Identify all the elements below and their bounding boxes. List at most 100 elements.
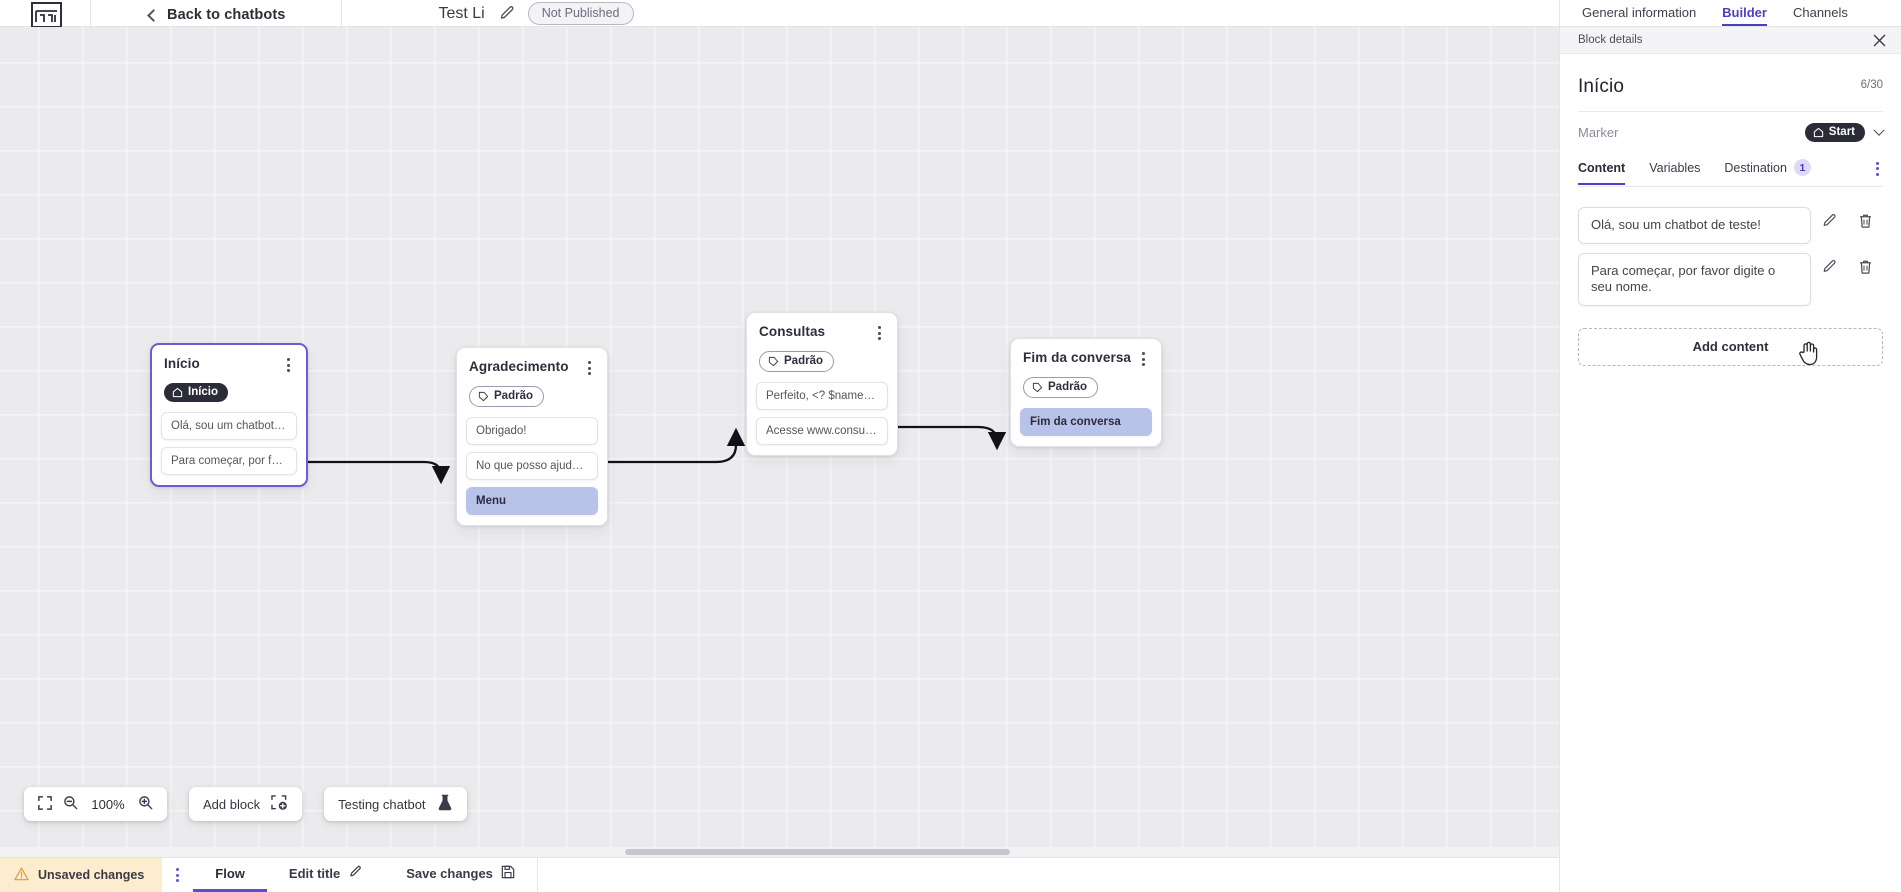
kebab-menu-icon[interactable] bbox=[283, 356, 294, 374]
add-block-label: Add block bbox=[203, 796, 261, 812]
tab-edit-title[interactable]: Edit title bbox=[267, 858, 384, 892]
node-header: Fim da conversa Padrão bbox=[1011, 339, 1161, 408]
node-title: Agradecimento bbox=[469, 359, 569, 374]
node-message[interactable]: No que posso ajudar, <? $name ... bbox=[466, 452, 598, 480]
zoom-out-icon[interactable] bbox=[63, 795, 78, 813]
content-text[interactable]: Para começar, por favor digite o seu nom… bbox=[1578, 252, 1811, 306]
right-panel-tabs: General information Builder Channels bbox=[1560, 0, 1901, 27]
node-message[interactable]: Olá, sou um chatbot de teste! bbox=[161, 412, 297, 440]
tab-flow[interactable]: Flow bbox=[193, 858, 267, 892]
fit-to-screen-icon[interactable] bbox=[38, 795, 52, 813]
trash-icon[interactable] bbox=[1847, 213, 1883, 229]
node-tag-padrao: Padrão bbox=[759, 351, 834, 372]
destination-count-badge: 1 bbox=[1793, 159, 1811, 176]
pencil-icon[interactable] bbox=[498, 5, 515, 22]
node-tag-label: Padrão bbox=[784, 355, 823, 367]
edge-inicio-to-agradecimento bbox=[308, 460, 451, 485]
add-block-icon bbox=[271, 794, 288, 814]
kebab-menu-icon[interactable] bbox=[1138, 350, 1149, 368]
subtab-destination[interactable]: Destination 1 bbox=[1724, 159, 1811, 186]
node-header: Agradecimento Padrão bbox=[457, 348, 607, 417]
pencil-icon[interactable] bbox=[1811, 213, 1847, 229]
content-text[interactable]: Olá, sou um chatbot de teste! bbox=[1578, 207, 1811, 244]
block-details-label: Block details bbox=[1578, 34, 1643, 46]
node-message[interactable]: Acesse www.consultas.com par... bbox=[756, 417, 888, 445]
marker-select[interactable]: Start bbox=[1804, 123, 1885, 142]
scrollbar-thumb[interactable] bbox=[625, 849, 1010, 855]
kebab-menu-icon[interactable] bbox=[874, 324, 885, 342]
save-disk-icon bbox=[501, 865, 515, 882]
zoom-in-icon[interactable] bbox=[138, 795, 153, 813]
add-block-button[interactable]: Add block bbox=[189, 787, 303, 821]
tab-builder[interactable]: Builder bbox=[1722, 5, 1767, 26]
testing-chatbot-button[interactable]: Testing chatbot bbox=[324, 787, 467, 821]
status-bar-kebab-menu-icon[interactable] bbox=[162, 858, 193, 892]
flow-node-agradecimento[interactable]: Agradecimento Padrão Obrigado! No que po… bbox=[456, 347, 608, 526]
node-message[interactable]: Para começar, por favor digite o ... bbox=[161, 447, 297, 475]
chevron-down-icon bbox=[1873, 124, 1885, 136]
block-details-body: Início 6/30 Marker Start Conten bbox=[1560, 54, 1901, 366]
node-message[interactable]: Obrigado! bbox=[466, 417, 598, 445]
subtab-variables-label: Variables bbox=[1649, 160, 1701, 175]
marker-value-label: Start bbox=[1828, 126, 1855, 138]
close-icon[interactable] bbox=[1873, 34, 1886, 47]
marker-row: Marker Start bbox=[1578, 112, 1885, 151]
flow-canvas[interactable]: Início Início Olá, sou um chatbot de tes… bbox=[0, 27, 1559, 857]
content-list: Olá, sou um chatbot de teste! bbox=[1578, 187, 1883, 306]
node-messages: Fim da conversa bbox=[1011, 408, 1161, 446]
add-content-label: Add content bbox=[1692, 339, 1769, 355]
back-to-chatbots-label: Back to chatbots bbox=[167, 7, 286, 23]
content-row: Para começar, por favor digite o seu nom… bbox=[1578, 252, 1883, 306]
node-title: Consultas bbox=[759, 324, 826, 339]
subtab-destination-label: Destination bbox=[1724, 160, 1787, 175]
canvas-toolbar: 100% Add block bbox=[24, 787, 467, 821]
node-message-highlighted[interactable]: Fim da conversa bbox=[1020, 408, 1152, 436]
canvas-horizontal-scrollbar[interactable] bbox=[0, 847, 1559, 857]
status-badge: Not Published bbox=[527, 2, 634, 25]
node-title: Fim da conversa bbox=[1023, 350, 1132, 365]
pencil-icon[interactable] bbox=[1811, 259, 1847, 275]
node-messages: Obrigado! No que posso ajudar, <? $name … bbox=[457, 417, 607, 525]
subtabs-kebab-menu-icon[interactable] bbox=[1876, 161, 1879, 184]
marker-value-badge: Start bbox=[1804, 123, 1865, 142]
add-content-button[interactable]: Add content bbox=[1578, 327, 1883, 366]
home-icon bbox=[1813, 127, 1823, 137]
right-panel: General information Builder Channels Blo… bbox=[1559, 0, 1901, 892]
home-icon bbox=[172, 387, 183, 397]
tab-channels[interactable]: Channels bbox=[1792, 5, 1848, 20]
node-message[interactable]: Perfeito, <? $name ?>! bbox=[756, 382, 888, 410]
tab-edit-title-label: Edit title bbox=[288, 866, 341, 881]
flow-node-consultas[interactable]: Consultas Padrão Perfeito, <? $name ?>! … bbox=[746, 312, 898, 456]
tab-flow-label: Flow bbox=[215, 866, 245, 881]
status-bar: Unsaved changes Flow Edit title Save cha… bbox=[0, 857, 1559, 892]
node-tag-label: Início bbox=[188, 386, 219, 398]
app-logo-icon[interactable] bbox=[28, 0, 64, 30]
top-bar: Back to chatbots Test Li Not Published bbox=[0, 0, 1559, 30]
tab-save-changes[interactable]: Save changes bbox=[384, 858, 537, 892]
tab-general-information[interactable]: General information bbox=[1582, 5, 1697, 20]
block-title: Início bbox=[1578, 76, 1625, 97]
status-bar-divider bbox=[536, 858, 538, 892]
flow-node-fim-da-conversa[interactable]: Fim da conversa Padrão Fim da conversa bbox=[1010, 338, 1162, 447]
edge-agradecimento-to-consultas bbox=[608, 427, 746, 464]
flow-node-inicio[interactable]: Início Início Olá, sou um chatbot de tes… bbox=[150, 343, 308, 487]
zoom-controls: 100% bbox=[24, 787, 167, 821]
tag-icon bbox=[1032, 382, 1043, 392]
subtab-content[interactable]: Content bbox=[1578, 161, 1626, 185]
zoom-level-label: 100% bbox=[91, 796, 125, 812]
node-header: Início Início bbox=[152, 345, 306, 412]
unsaved-changes-label: Unsaved changes bbox=[38, 868, 145, 882]
kebab-menu-icon[interactable] bbox=[584, 359, 595, 377]
content-row-actions bbox=[1811, 253, 1883, 275]
tab-save-changes-label: Save changes bbox=[406, 866, 493, 881]
trash-icon[interactable] bbox=[1847, 259, 1883, 275]
block-title-row: Início 6/30 bbox=[1578, 54, 1883, 112]
back-to-chatbots-link[interactable]: Back to chatbots bbox=[147, 7, 286, 23]
tag-icon bbox=[478, 391, 489, 401]
content-row-actions bbox=[1811, 207, 1883, 229]
subtab-variables[interactable]: Variables bbox=[1649, 161, 1700, 185]
node-message-highlighted[interactable]: Menu bbox=[466, 487, 598, 515]
page-title: Test Li bbox=[438, 4, 485, 22]
content-row: Olá, sou um chatbot de teste! bbox=[1578, 207, 1883, 244]
